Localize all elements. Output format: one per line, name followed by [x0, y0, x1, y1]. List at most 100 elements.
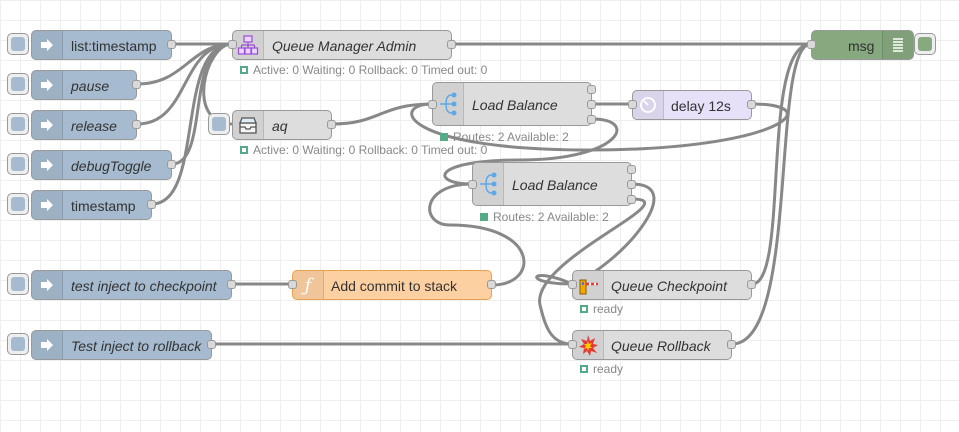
inject-label: timestamp [71, 198, 136, 214]
input-port[interactable] [568, 280, 577, 289]
input-port[interactable] [568, 340, 577, 349]
inject-node-test-rollback[interactable]: Test inject to rollback [31, 330, 216, 360]
inject-button-test-checkpoint[interactable] [7, 273, 29, 295]
aq-button[interactable] [208, 113, 230, 135]
inject-button-list-timestamp[interactable] [7, 33, 29, 55]
inject-node-list-timestamp[interactable]: list:timestamp [31, 30, 176, 60]
checkpoint-status: ready [580, 302, 623, 316]
node-label: Load Balance [472, 97, 558, 113]
load-balance-icon [433, 83, 464, 125]
output-port[interactable] [207, 340, 216, 349]
node-label: Load Balance [512, 177, 598, 193]
inject-node-debug-toggle[interactable]: debugToggle [31, 150, 176, 180]
inject-button-test-rollback[interactable] [7, 333, 29, 355]
status-dot [580, 305, 588, 313]
output-port[interactable] [132, 80, 141, 89]
inject-node-timestamp[interactable]: timestamp [31, 190, 156, 220]
output-port[interactable] [132, 120, 141, 129]
wire-lb2-to-function [428, 182, 526, 287]
input-port[interactable] [628, 100, 637, 109]
output-port[interactable] [747, 280, 756, 289]
output-port-3[interactable] [587, 115, 596, 124]
wire-rollback-to-msg [730, 42, 813, 346]
input-port[interactable] [468, 180, 477, 189]
wire-checkpoint-loop [535, 274, 574, 286]
load-balance-node-2[interactable]: Load Balance [468, 162, 636, 206]
wire-release-to-queue-manager [135, 42, 234, 126]
wire-aq-to-load-balance-1 [330, 102, 434, 126]
output-port[interactable] [747, 100, 756, 109]
status-dot [240, 66, 248, 74]
wire-aq-loop [202, 42, 234, 126]
load-balance-1-status: Routes: 2 Available: 2 [440, 130, 569, 144]
output-port[interactable] [167, 160, 176, 169]
load-balance-2-status: Routes: 2 Available: 2 [480, 210, 609, 224]
inject-button-timestamp[interactable] [7, 193, 29, 215]
load-balance-node-1[interactable]: Load Balance [428, 82, 596, 126]
output-port[interactable] [147, 200, 156, 209]
output-port[interactable] [227, 280, 236, 289]
node-label: Queue Checkpoint [611, 278, 727, 294]
arrow-right-icon [32, 31, 63, 59]
explosion-icon [573, 331, 604, 359]
debug-node-msg[interactable]: msg [807, 30, 914, 60]
wire-lb1-to-lb2 [443, 117, 619, 186]
load-balance-icon [473, 163, 504, 205]
inject-button-release[interactable] [7, 113, 29, 135]
queue-checkpoint-node[interactable]: Queue Checkpoint [568, 270, 756, 300]
status-dot [440, 133, 448, 141]
debug-list-icon [882, 31, 913, 59]
arrow-right-icon [32, 191, 63, 219]
queue-manager-icon [233, 31, 264, 59]
node-label: Queue Rollback [611, 338, 711, 354]
status-dot [480, 213, 488, 221]
arrow-right-icon [32, 271, 63, 299]
output-port-1[interactable] [627, 165, 636, 174]
status-dot [580, 365, 588, 373]
function-node-add-commit[interactable]: ƒ Add commit to stack [288, 270, 496, 300]
output-port[interactable] [487, 280, 496, 289]
node-label: Add commit to stack [331, 278, 458, 294]
status-dot [240, 146, 248, 154]
input-port[interactable] [228, 40, 237, 49]
wire-debugtoggle-to-queue-manager [170, 42, 234, 166]
inject-node-test-checkpoint[interactable]: test inject to checkpoint [31, 270, 236, 300]
output-port-1[interactable] [587, 85, 596, 94]
output-port-2[interactable] [627, 180, 636, 189]
input-port[interactable] [288, 280, 297, 289]
queue-manager-admin-node[interactable]: Queue Manager Admin [228, 30, 456, 60]
inject-label: debugToggle [71, 158, 152, 174]
arrow-right-icon [32, 331, 63, 359]
inject-button-debug-toggle[interactable] [7, 153, 29, 175]
inject-label: test inject to checkpoint [71, 278, 217, 294]
checkpoint-barrier-icon [573, 271, 604, 299]
debug-toggle-button[interactable] [914, 33, 936, 55]
aq-node[interactable]: aq [232, 110, 336, 140]
inject-node-pause[interactable]: pause [31, 70, 141, 100]
input-port[interactable] [807, 40, 816, 49]
queue-rollback-node[interactable]: Queue Rollback [568, 330, 736, 360]
output-port[interactable] [447, 40, 456, 49]
inject-node-release[interactable]: release [31, 110, 141, 140]
node-label: Queue Manager Admin [272, 38, 417, 54]
queue-manager-status: Active: 0 Waiting: 0 Rollback: 0 Timed o… [240, 63, 487, 77]
function-icon: ƒ [293, 271, 324, 299]
inject-label: release [71, 118, 117, 134]
inject-label: list:timestamp [71, 38, 157, 54]
arrow-right-icon [32, 111, 63, 139]
delay-node[interactable]: delay 12s [628, 90, 756, 120]
output-port-3[interactable] [627, 195, 636, 204]
output-port[interactable] [727, 340, 736, 349]
wire-checkpoint-to-msg [750, 42, 813, 286]
output-port[interactable] [327, 120, 336, 129]
node-label: msg [848, 38, 875, 54]
input-port[interactable] [428, 100, 437, 109]
arrow-right-icon [32, 151, 63, 179]
inbox-tray-icon [233, 111, 264, 139]
inject-label: Test inject to rollback [71, 338, 202, 354]
inject-label: pause [71, 78, 110, 94]
output-port[interactable] [167, 40, 176, 49]
output-port-2[interactable] [587, 100, 596, 109]
inject-button-pause[interactable] [7, 73, 29, 95]
